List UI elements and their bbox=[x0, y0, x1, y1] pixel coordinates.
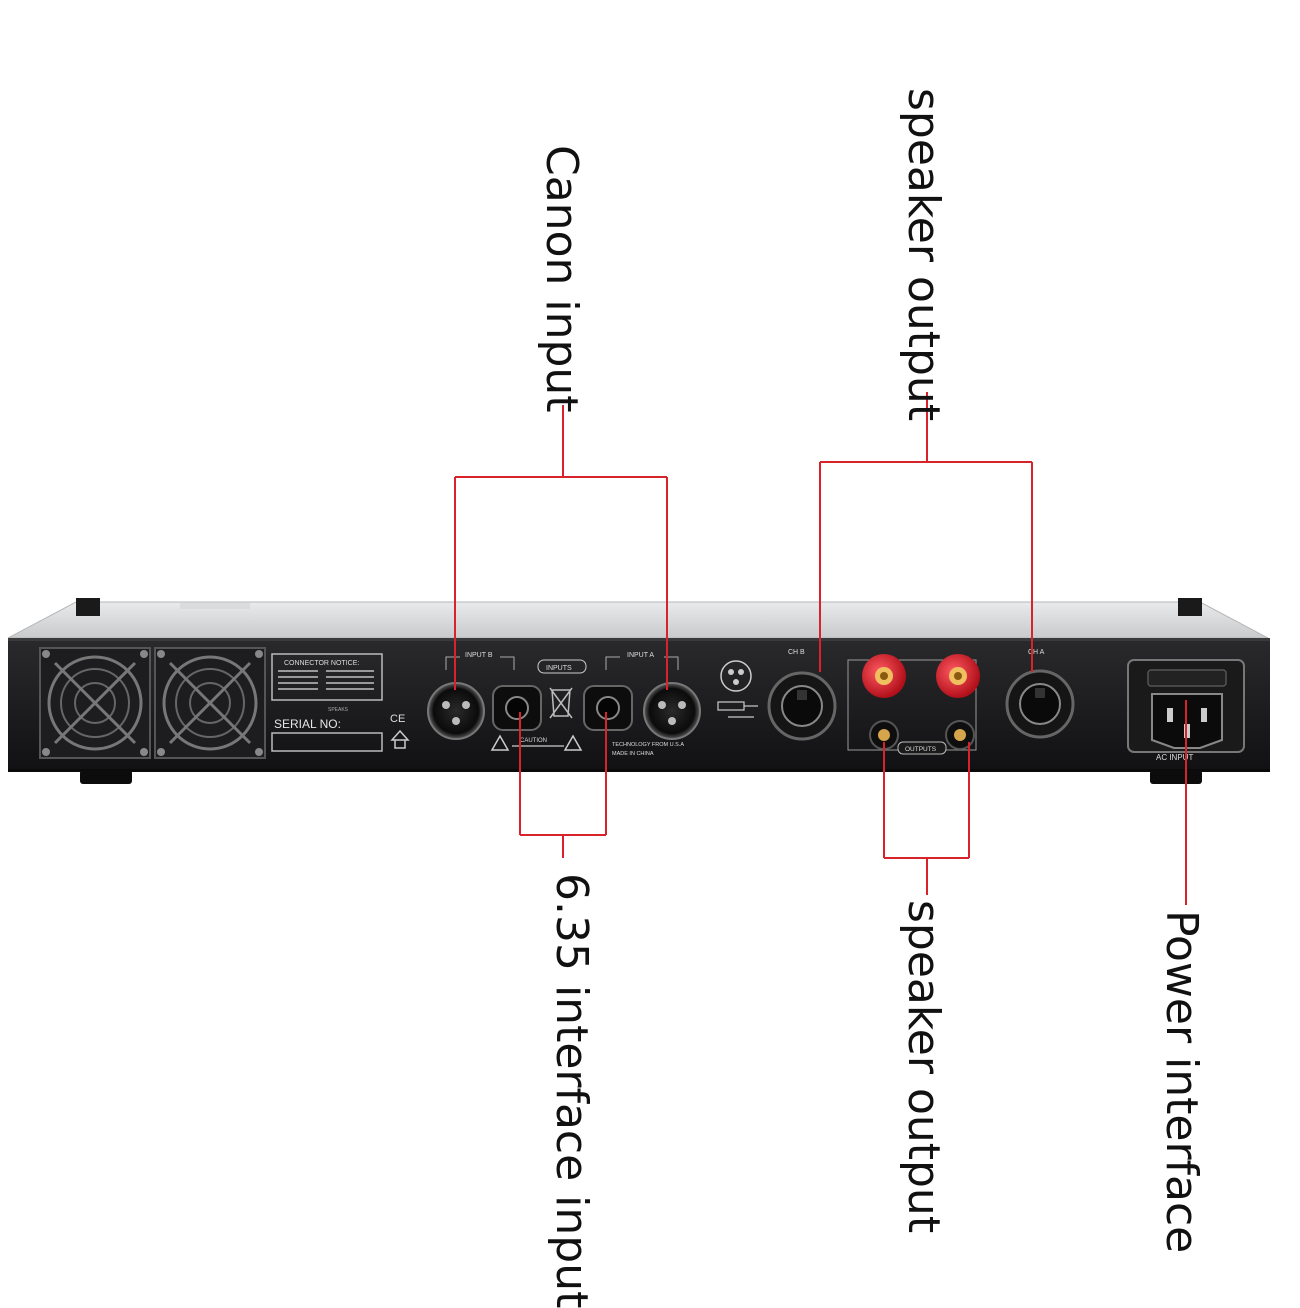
inputs-badge bbox=[537, 659, 587, 674]
callout-jack-input: 6.35 interface input bbox=[546, 873, 597, 1308]
jack-input-a[interactable] bbox=[583, 685, 633, 731]
foot-left bbox=[80, 770, 132, 784]
shock-warning-icon bbox=[563, 734, 583, 751]
fan-right bbox=[154, 647, 266, 759]
right-rack-ear bbox=[1178, 598, 1202, 616]
chassis-top bbox=[7, 601, 1269, 639]
fan-left bbox=[39, 647, 151, 759]
input-a-bracket bbox=[605, 656, 679, 670]
callout-speaker-output-bottom: speaker output bbox=[898, 900, 949, 1234]
binding-post-ch-b-red[interactable] bbox=[862, 654, 906, 698]
outputs-label: OUTPUTS bbox=[905, 746, 937, 753]
serial-no-label: SERIAL NO: bbox=[274, 717, 341, 731]
speakon-ch-b[interactable] bbox=[767, 671, 837, 741]
outputs-badge bbox=[897, 741, 947, 755]
jack-input-b[interactable] bbox=[492, 685, 542, 731]
ch-a-label: CH A bbox=[1028, 649, 1045, 656]
binding-post-ch-b-black[interactable] bbox=[869, 720, 899, 750]
leader-speaker-output-bottom bbox=[883, 742, 970, 895]
speaks-label: SPEAKS bbox=[328, 707, 349, 713]
inputs-label: INPUTS bbox=[546, 665, 572, 672]
input-b-label: INPUT B bbox=[465, 652, 493, 659]
leader-lines bbox=[454, 392, 1187, 905]
callout-speaker-output-top: speaker output bbox=[898, 88, 949, 422]
xlr-input-b[interactable] bbox=[427, 682, 485, 740]
technology-label: TECHNOLOGY FROM U.S.A bbox=[612, 742, 684, 748]
ce-mark: CE bbox=[390, 713, 405, 725]
made-in-label: MADE IN CHINA bbox=[612, 751, 654, 757]
binding-post-ch-a-black[interactable] bbox=[945, 720, 975, 750]
leader-canon-input bbox=[454, 405, 668, 690]
caution-label: CAUTION bbox=[520, 738, 547, 744]
callout-power-interface: Power interface bbox=[1156, 910, 1207, 1254]
serial-no-box bbox=[271, 732, 383, 752]
leader-jack-input bbox=[519, 712, 607, 858]
ac-input-label: AC INPUT bbox=[1156, 753, 1193, 762]
speakon-ch-a[interactable] bbox=[1005, 669, 1075, 739]
xlr-input-a[interactable] bbox=[643, 682, 701, 740]
binding-post-ch-a-red[interactable] bbox=[936, 654, 980, 698]
ch-b-label: CH B bbox=[788, 649, 805, 656]
input-a-label: INPUT A bbox=[627, 652, 654, 659]
left-rack-ear bbox=[76, 598, 100, 616]
connector-notice: CONNECTOR NOTICE: SPEAKS bbox=[271, 653, 383, 713]
connector-notice-title: CONNECTOR NOTICE: bbox=[284, 660, 359, 667]
warning-triangle-icon bbox=[490, 734, 510, 751]
callout-canon-input: Canon input bbox=[536, 145, 587, 413]
leader-speaker-output-top bbox=[819, 392, 1033, 672]
foot-right bbox=[1150, 770, 1202, 784]
ground-symbol-icon bbox=[390, 729, 410, 749]
wiring-diagram-icon bbox=[717, 660, 758, 718]
weee-bin-icon bbox=[549, 687, 573, 719]
